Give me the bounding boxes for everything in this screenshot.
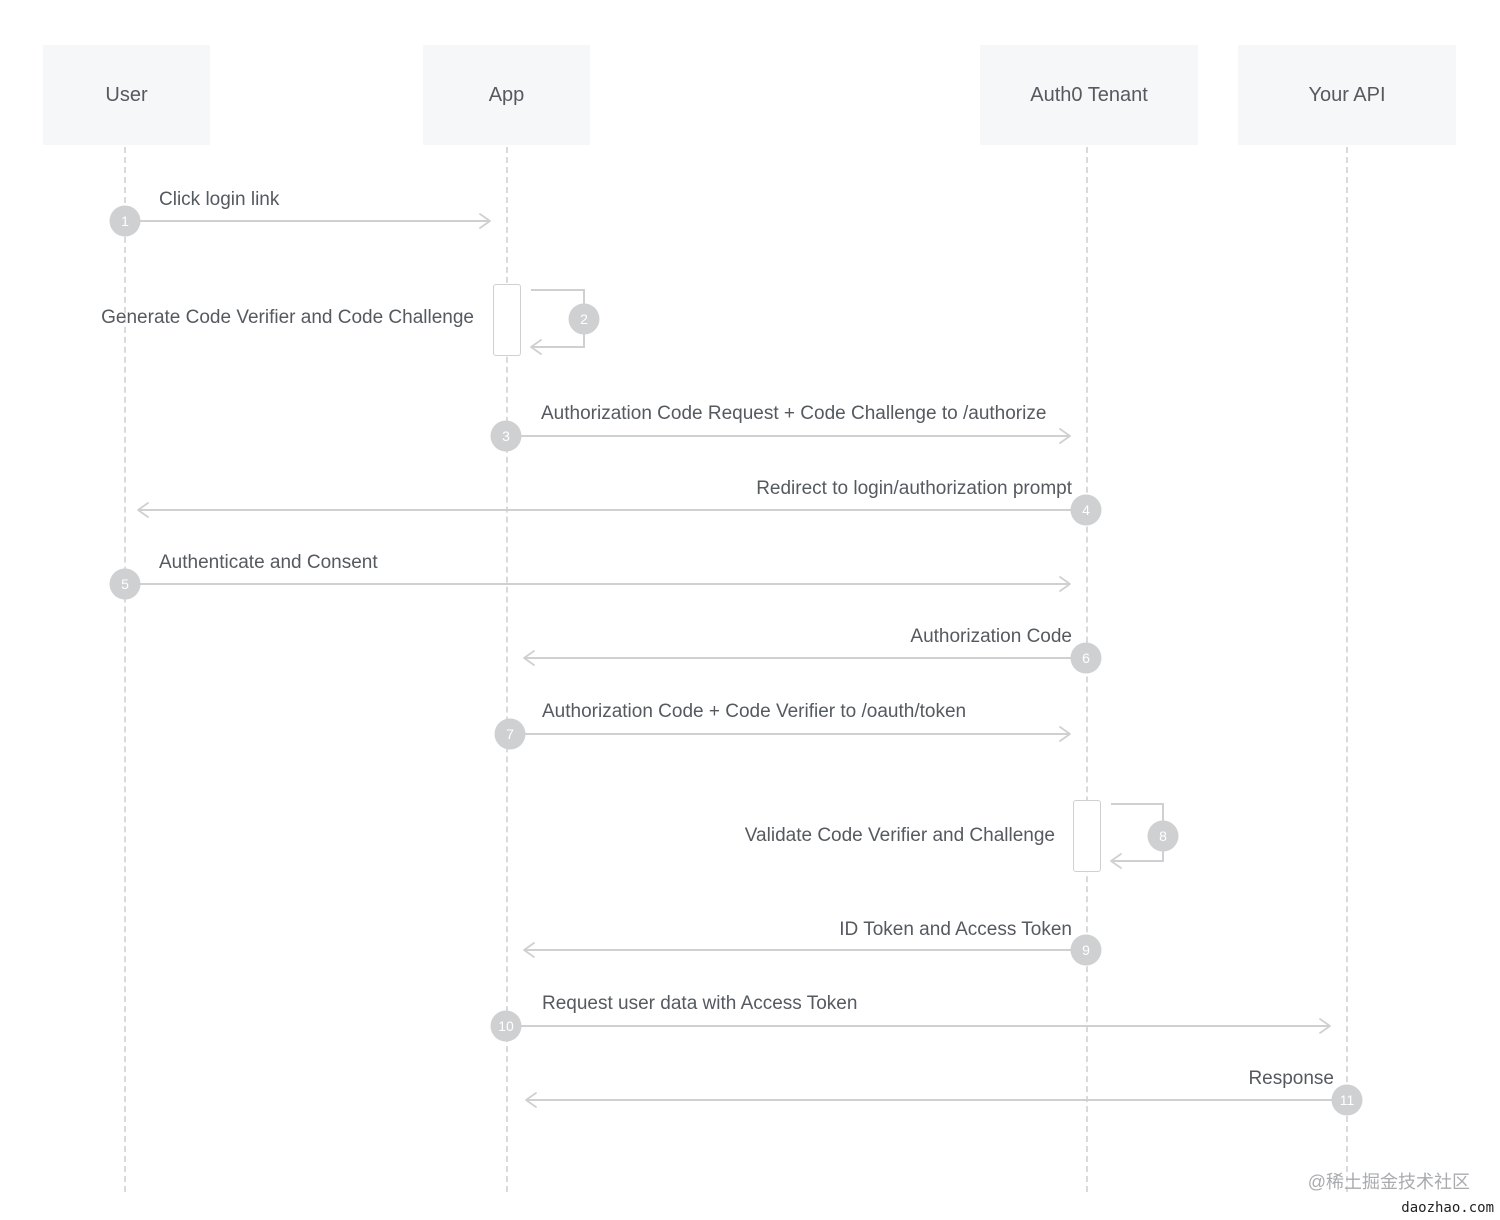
- arrowhead-2: [530, 339, 542, 355]
- message-label-6: Authorization Code: [910, 626, 1072, 647]
- actor-app: App: [423, 45, 590, 145]
- arrowhead-9: [523, 942, 535, 958]
- actor-auth0-tenant: Auth0 Tenant: [980, 45, 1198, 145]
- step-number-10: 10: [498, 1018, 514, 1034]
- step-badge-11: [1331, 1084, 1363, 1116]
- lifeline-user: [124, 147, 126, 1192]
- actor-your-api: Your API: [1238, 45, 1456, 145]
- message-label-4: Redirect to login/authorization prompt: [756, 478, 1072, 499]
- step-number-11: 11: [1340, 1092, 1355, 1108]
- step-number-8: 8: [1159, 828, 1167, 844]
- message-label-5: Authenticate and Consent: [159, 552, 378, 573]
- lifeline-your-api: [1346, 147, 1348, 1192]
- step-badge-8: [1147, 820, 1179, 852]
- step-number-1: 1: [121, 213, 129, 229]
- step-number-3: 3: [502, 428, 510, 444]
- step-badge-7: [494, 718, 526, 750]
- step-number-6: 6: [1082, 650, 1090, 666]
- message-label-7: Authorization Code + Code Verifier to /o…: [542, 701, 967, 722]
- step-badge-3: [490, 420, 522, 452]
- actor-label: Your API: [1308, 83, 1386, 106]
- message-label-3: Authorization Code Request + Code Challe…: [541, 403, 1047, 424]
- arrowhead-1: [479, 213, 491, 229]
- step-number-2: 2: [580, 311, 588, 327]
- step-number-7: 7: [506, 726, 514, 742]
- message-label-9: ID Token and Access Token: [839, 919, 1072, 940]
- arrowhead-7: [1059, 726, 1071, 742]
- activation-app: [493, 284, 521, 356]
- arrowhead-10: [1319, 1018, 1331, 1034]
- message-label-10: Request user data with Access Token: [542, 993, 858, 1014]
- step-badge-6: [1070, 642, 1102, 674]
- site-watermark: daozhao.com: [1401, 1200, 1494, 1216]
- step-badge-4: [1070, 494, 1102, 526]
- step-badge-10: [490, 1010, 522, 1042]
- arrowhead-8: [1110, 853, 1122, 869]
- lifeline-app: [506, 147, 508, 1192]
- arrowhead-11: [525, 1092, 537, 1108]
- actor-user: User: [43, 45, 210, 145]
- message-label-11: Response: [1248, 1068, 1334, 1089]
- actor-label: Auth0 Tenant: [1030, 83, 1148, 106]
- arrowhead-4: [137, 502, 149, 518]
- arrowhead-3: [1059, 428, 1071, 444]
- step-badge-5: [109, 568, 141, 600]
- step-number-9: 9: [1082, 942, 1090, 958]
- message-label-1: Click login link: [159, 189, 280, 210]
- step-badge-2: [568, 303, 600, 335]
- step-badge-9: [1070, 934, 1102, 966]
- arrowhead-6: [523, 650, 535, 666]
- activation-auth0-tenant: [1073, 800, 1101, 872]
- actor-label: User: [105, 83, 148, 106]
- step-badge-1: [109, 205, 141, 237]
- message-label-2: Generate Code Verifier and Code Challeng…: [101, 307, 474, 328]
- message-label-8: Validate Code Verifier and Challenge: [744, 825, 1055, 846]
- step-number-4: 4: [1082, 502, 1090, 518]
- step-number-5: 5: [121, 576, 129, 592]
- watermark-text: @稀土掘金技术社区: [1307, 1172, 1470, 1192]
- actor-label: App: [488, 83, 525, 106]
- arrowhead-5: [1059, 576, 1071, 592]
